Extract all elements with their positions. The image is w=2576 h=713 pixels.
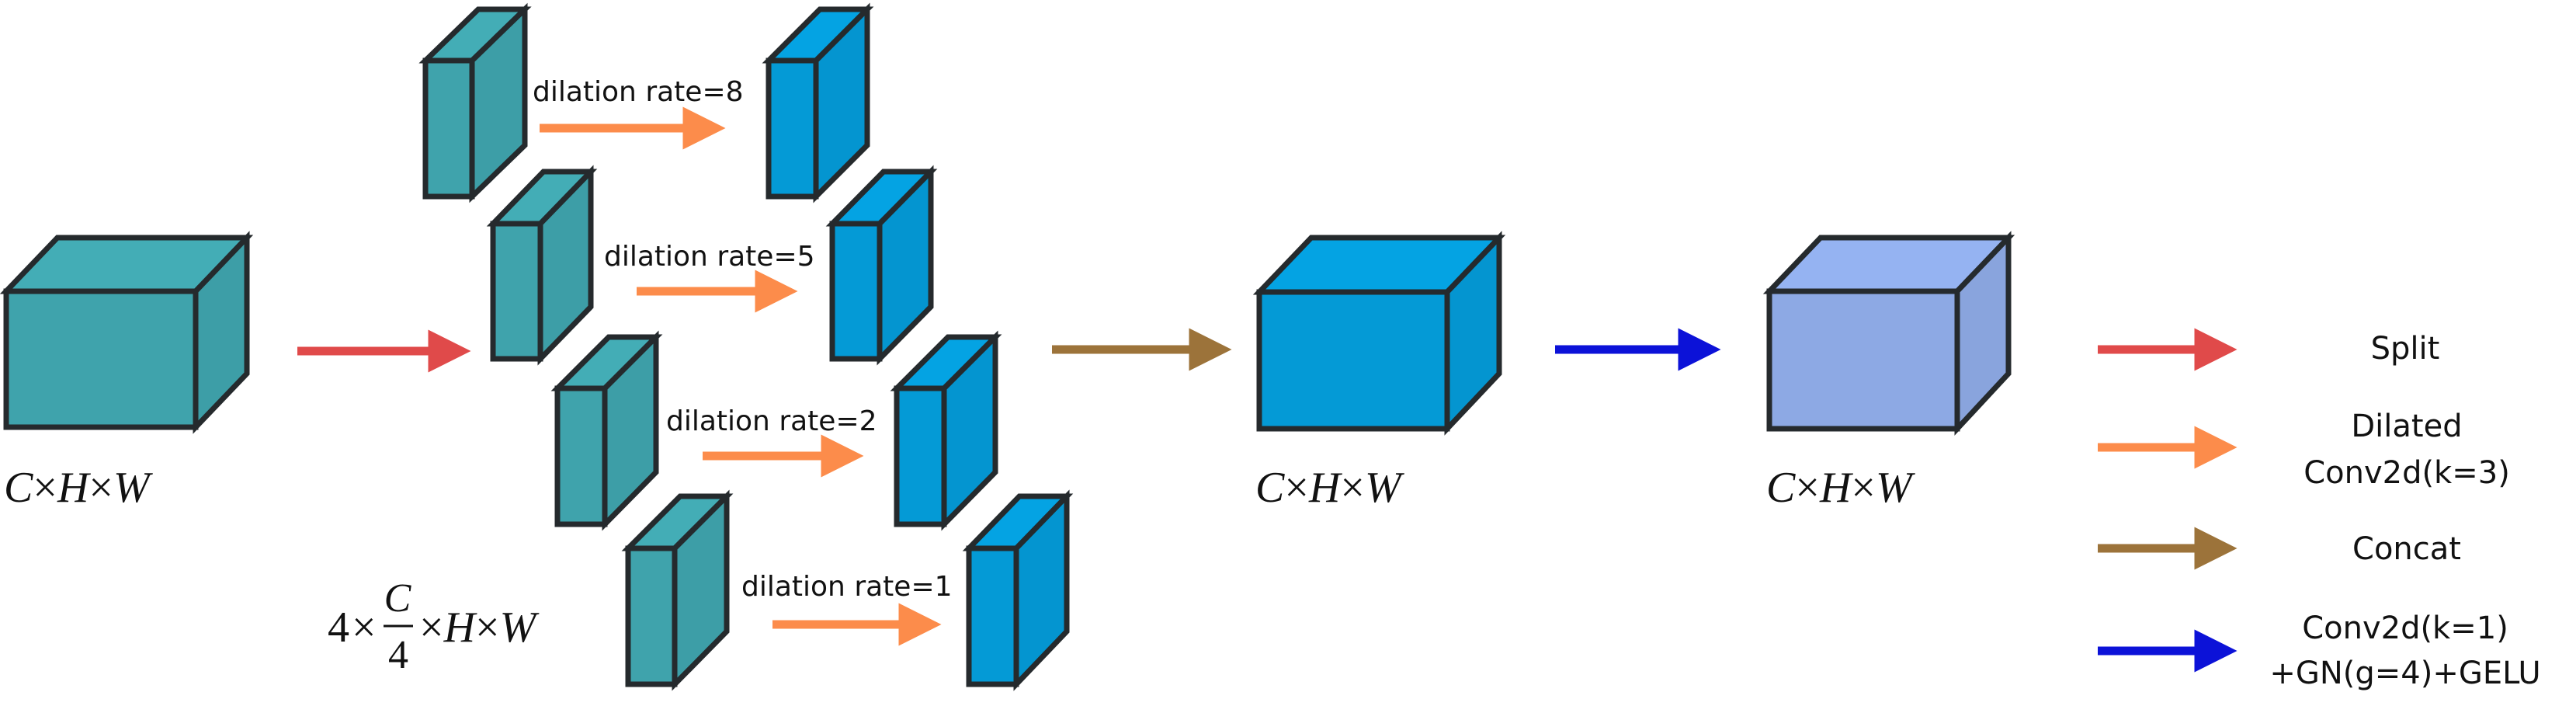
split-chunk-cube-4 (621, 489, 734, 691)
legend-conv-label-line1: Conv2d(k=1) (2302, 610, 2508, 646)
input-dims-label: C×H×W (4, 464, 153, 512)
branch-label-2: dilation rate=5 (604, 241, 815, 273)
svg-text:C: C (384, 576, 412, 621)
legend-concat-label: Concat (2352, 531, 2461, 567)
branch-label-1: dilation rate=8 (533, 76, 744, 108)
legend-split-label: Split (2371, 331, 2440, 367)
dilated-output-cube-1 (762, 2, 874, 203)
legend-dilated-label-line1: Dilated (2351, 409, 2462, 444)
legend-conv-label-line2: +GN(g=4)+GELU (2269, 656, 2540, 691)
output-tensor-cube (1762, 231, 2015, 436)
split-chunk-cube-3 (550, 330, 663, 531)
legend-dilated-label-line2: Conv2d(k=3) (2303, 455, 2510, 491)
input-tensor-cube (0, 231, 254, 434)
svg-text:4: 4 (388, 633, 408, 677)
branch-label-3: dilation rate=2 (666, 405, 877, 437)
branch-label-4: dilation rate=1 (741, 571, 953, 603)
output-dims-label: C×H×W (1766, 464, 1915, 512)
split-chunk-cube-2 (486, 165, 598, 366)
split-dims-hw: ×H×W (419, 603, 540, 652)
svg-text:×: × (352, 603, 377, 652)
dilated-output-cube-3 (890, 330, 1002, 531)
concat-tensor-cube (1252, 231, 1506, 436)
split-dims-label: 4 × C 4 ×H×W (328, 576, 540, 677)
legend: Split Dilated Conv2d(k=3) Concat Conv2d(… (2098, 328, 2541, 691)
dilated-output-cube-4 (962, 489, 1074, 691)
dilated-output-cube-2 (825, 165, 938, 366)
concat-dims-label: C×H×W (1255, 464, 1404, 512)
split-chunk-cube-1 (418, 2, 532, 203)
svg-text:4: 4 (328, 603, 349, 652)
